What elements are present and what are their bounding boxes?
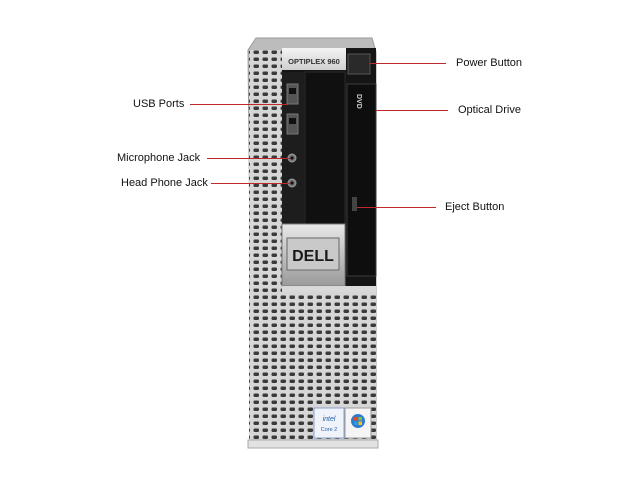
microphone-jack-label: Microphone Jack <box>117 152 201 164</box>
power-button-callout-line <box>370 63 446 64</box>
model-text: OPTIPLEX 960 <box>288 57 340 66</box>
chassis-base <box>247 439 379 449</box>
usb-ports-callout-line <box>190 104 288 105</box>
eject-button-callout-line <box>357 207 436 208</box>
windows-logo-icon <box>351 414 365 428</box>
intel-text: intel <box>323 416 336 423</box>
power-button <box>347 53 371 75</box>
core2-text: Core 2 <box>321 427 338 433</box>
model-strip <box>282 48 346 70</box>
io-column <box>282 72 304 224</box>
intel-sticker <box>313 407 345 439</box>
optical-drive-callout-line <box>376 110 448 111</box>
optical-drive-label: Optical Drive <box>458 104 521 116</box>
dell-logo: DELL <box>292 248 334 265</box>
headphone-jack-callout-line <box>211 183 290 184</box>
microphone-jack-callout-line <box>207 158 290 159</box>
middle-bay <box>304 71 346 225</box>
eject-button-label: Eject Button <box>445 201 505 213</box>
dvd-logo: DVD <box>355 94 362 109</box>
power-button-label: Power Button <box>456 57 523 69</box>
usb-ports-label: USB Ports <box>133 98 185 110</box>
optical-drive <box>346 83 377 277</box>
headphone-jack-label: Head Phone Jack <box>121 177 208 189</box>
eject-button <box>352 197 357 211</box>
